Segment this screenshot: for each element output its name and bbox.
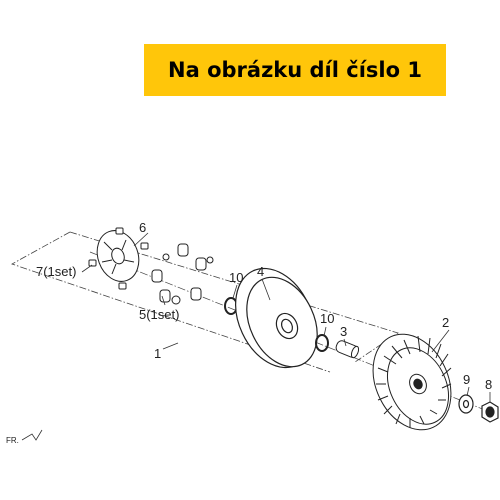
label-part-3: 3: [340, 324, 347, 339]
label-part-1: 1: [154, 346, 161, 361]
label-part-4: 4: [257, 264, 264, 279]
label-part-10-right: 10: [320, 311, 334, 326]
ramp-plate: [96, 230, 140, 282]
front-direction-indicator: FR.: [6, 429, 43, 445]
movable-drive-face: [235, 267, 318, 369]
banner-text: Na obrázku díl číslo 1: [168, 58, 422, 82]
label-part-8: 8: [485, 377, 492, 392]
leader-lines: [81, 232, 491, 402]
washer: [458, 394, 474, 414]
label-part-7: 7(1set): [36, 264, 76, 279]
label-part-6: 6: [139, 220, 146, 235]
direction-arrow-icon: [21, 429, 43, 441]
label-part-5: 5(1set): [139, 307, 179, 322]
fixed-drive-face: [372, 333, 452, 431]
o-ring-right: [315, 334, 329, 352]
direction-label: FR.: [6, 436, 19, 445]
assembly-boundary: [11, 231, 399, 373]
banner: Na obrázku díl číslo 1: [144, 44, 446, 96]
label-part-2: 2: [442, 315, 449, 330]
label-part-10-left: 10: [229, 270, 243, 285]
label-part-9: 9: [463, 372, 470, 387]
part-labels: 6 7(1set) 5(1set) 10 4 10 3 1 2 9 8: [36, 220, 492, 392]
nut: [481, 401, 499, 423]
rollers: [151, 243, 214, 305]
collar: [335, 340, 360, 359]
sliders: [88, 227, 149, 290]
